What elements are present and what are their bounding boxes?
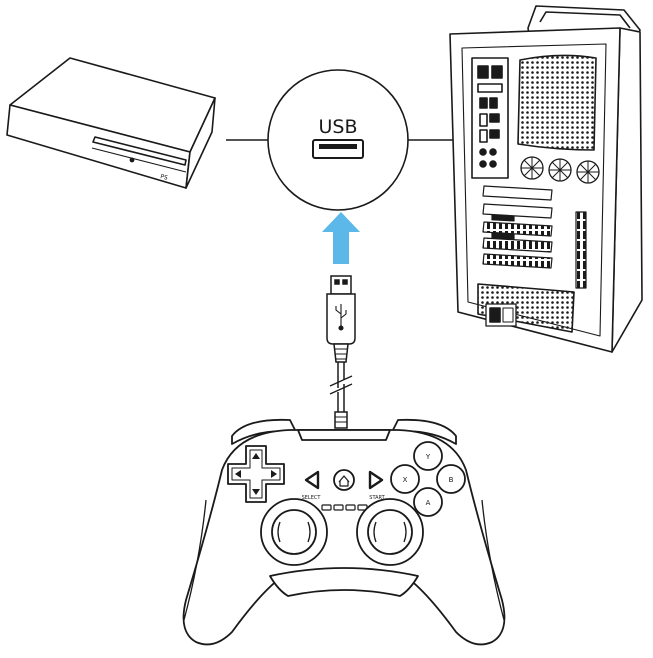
power-supply <box>477 283 575 333</box>
a-label: A <box>426 499 431 507</box>
game-console: PS <box>6 57 216 189</box>
start-label: START <box>369 495 385 501</box>
player-led-strip <box>321 504 368 511</box>
usb-cable <box>326 275 356 429</box>
io-shield <box>471 57 509 179</box>
console-logo: PS <box>160 173 169 182</box>
dpad[interactable] <box>227 445 285 503</box>
select-button[interactable] <box>304 470 320 490</box>
y-button[interactable] <box>413 441 443 471</box>
expansion-slots <box>482 185 553 269</box>
left-analog-stick[interactable] <box>260 498 328 566</box>
power-button-icon <box>129 157 135 163</box>
plug-in-arrow <box>322 212 360 264</box>
x-button[interactable] <box>390 464 420 494</box>
dpad-right-icon <box>271 470 277 478</box>
pc-tower <box>449 5 643 353</box>
gamepad: SELECT START Y X B A <box>182 418 506 646</box>
dpad-up-icon <box>252 453 260 459</box>
b-button[interactable] <box>436 464 466 494</box>
select-label: SELECT <box>302 495 322 501</box>
fan-grill <box>517 54 597 151</box>
usb-label: USB <box>318 116 357 138</box>
usb-port-callout: USB <box>267 69 409 211</box>
dpad-left-icon <box>235 470 241 478</box>
usb-symbol-icon <box>335 304 347 331</box>
home-button[interactable] <box>333 469 355 491</box>
home-icon <box>338 475 350 487</box>
right-analog-stick[interactable] <box>356 498 424 566</box>
face-buttons: Y X B A <box>390 441 466 517</box>
dpad-down-icon <box>252 489 260 495</box>
y-label: Y <box>425 453 431 461</box>
side-vent <box>575 211 587 289</box>
case-fans <box>520 156 600 184</box>
x-label: X <box>403 476 408 484</box>
a-button[interactable] <box>413 487 443 517</box>
b-label: B <box>449 476 454 484</box>
start-button[interactable] <box>368 470 384 490</box>
